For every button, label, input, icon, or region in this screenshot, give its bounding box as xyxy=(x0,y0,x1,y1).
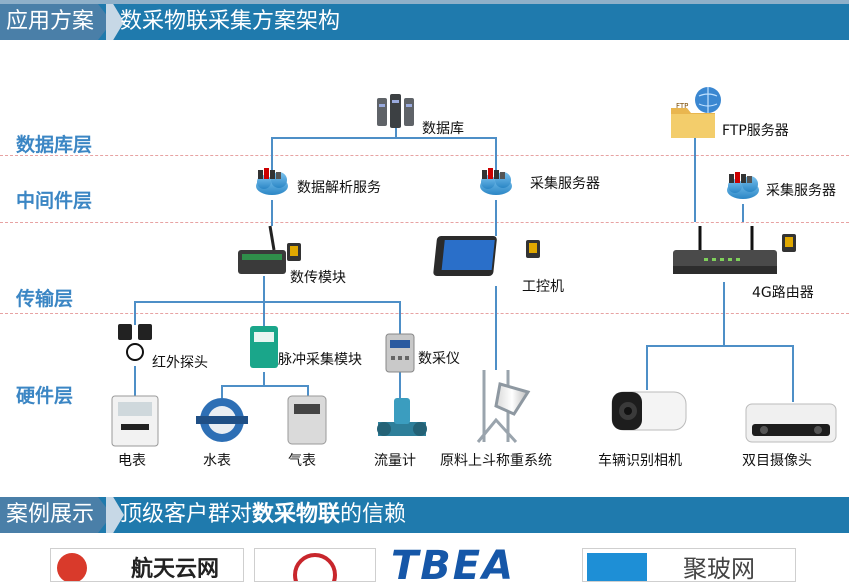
gas-meter-icon xyxy=(287,395,327,445)
lpr-camera-icon xyxy=(611,391,687,431)
label-binocular-camera: 双目摄像头 xyxy=(742,453,812,469)
label-ipc: 工控机 xyxy=(522,279,564,295)
logo-tbea[interactable]: TBEA xyxy=(384,548,564,582)
case-title-pre: 顶级客户群对 xyxy=(120,502,253,527)
header-title: 数采物联采集方案架构 xyxy=(120,9,341,34)
water-meter-icon xyxy=(196,398,248,442)
pulse-module-icon xyxy=(250,326,278,368)
label-gas-meter: 气表 xyxy=(288,453,316,469)
label-lpr-camera: 车辆识别相机 xyxy=(598,453,682,469)
case-title-post: 的信赖 xyxy=(340,502,407,527)
database-icon xyxy=(377,94,414,128)
label-parse-service: 数据解析服务 xyxy=(297,180,381,196)
layer-label-hardware: 硬件层 xyxy=(16,385,74,407)
logo-red-emblem[interactable] xyxy=(254,548,376,582)
label-hopper: 原料上斗称重系统 xyxy=(440,453,552,469)
cloud-server-icon-collect-1 xyxy=(480,168,512,195)
layer-label-db: 数据库层 xyxy=(16,134,93,156)
red-emblem-icon xyxy=(293,553,337,581)
label-router: 4G路由器 xyxy=(752,285,814,301)
flowmeter-icon xyxy=(377,398,427,436)
label-ftp: FTP服务器 xyxy=(722,123,789,139)
connection-lines xyxy=(134,128,794,402)
cloud-server-icon-collect-2 xyxy=(727,172,759,199)
label-pulse-module: 脉冲采集模块 xyxy=(278,352,362,368)
architecture-diagram: FTP xyxy=(111,87,837,447)
label-database: 数据库 xyxy=(422,121,464,137)
logo-text-tbea: TBEA xyxy=(391,548,516,582)
svg-text:FTP: FTP xyxy=(676,102,688,110)
header-tag: 应用方案 xyxy=(0,4,112,40)
label-infrared: 红外探头 xyxy=(152,355,208,371)
label-electric-meter: 电表 xyxy=(118,453,146,469)
logo-casic-cloud[interactable]: 航天云网 xyxy=(50,548,244,582)
case-title: 顶级客户群对数采物联的信赖 xyxy=(120,497,406,533)
logo-text-casic: 航天云网 xyxy=(131,557,220,582)
label-flowmeter: 流量计 xyxy=(374,453,416,469)
label-collect-server-1: 采集服务器 xyxy=(530,176,600,192)
binocular-camera-icon xyxy=(745,403,837,443)
header-bar: 应用方案 数采物联采集方案架构 xyxy=(0,4,849,40)
label-daq: 数采仪 xyxy=(418,351,460,367)
router-icon xyxy=(673,226,796,274)
logo-jubowang[interactable]: 聚玻网 xyxy=(582,548,796,582)
industrial-pc-icon xyxy=(433,236,540,276)
layer-label-middle: 中间件层 xyxy=(16,190,93,212)
layer-divider xyxy=(0,222,849,223)
layer-label-transport: 传输层 xyxy=(16,288,74,310)
top-rule xyxy=(0,0,849,4)
infrared-probe-icon xyxy=(118,324,152,361)
layer-divider xyxy=(0,313,849,314)
case-title-bold: 数采物联 xyxy=(252,502,341,527)
case-tag: 案例展示 xyxy=(0,497,112,533)
layer-divider xyxy=(0,155,849,156)
label-collect-server-2: 采集服务器 xyxy=(766,183,836,199)
cloud-server-icon-parse xyxy=(256,168,288,195)
logo-text-jubowang: 聚玻网 xyxy=(683,555,755,582)
jubowang-grid-icon xyxy=(587,553,647,581)
case-bar: 案例展示 顶级客户群对数采物联的信赖 xyxy=(0,497,849,533)
daq-icon xyxy=(385,333,415,373)
ftp-folder-icon: FTP xyxy=(671,87,721,138)
label-dtu: 数传模块 xyxy=(290,270,346,286)
electric-meter-icon xyxy=(111,395,159,447)
casic-emblem-icon xyxy=(57,553,87,581)
label-water-meter: 水表 xyxy=(203,453,231,469)
hopper-system-icon xyxy=(476,370,531,444)
dtu-module-icon xyxy=(238,225,301,274)
